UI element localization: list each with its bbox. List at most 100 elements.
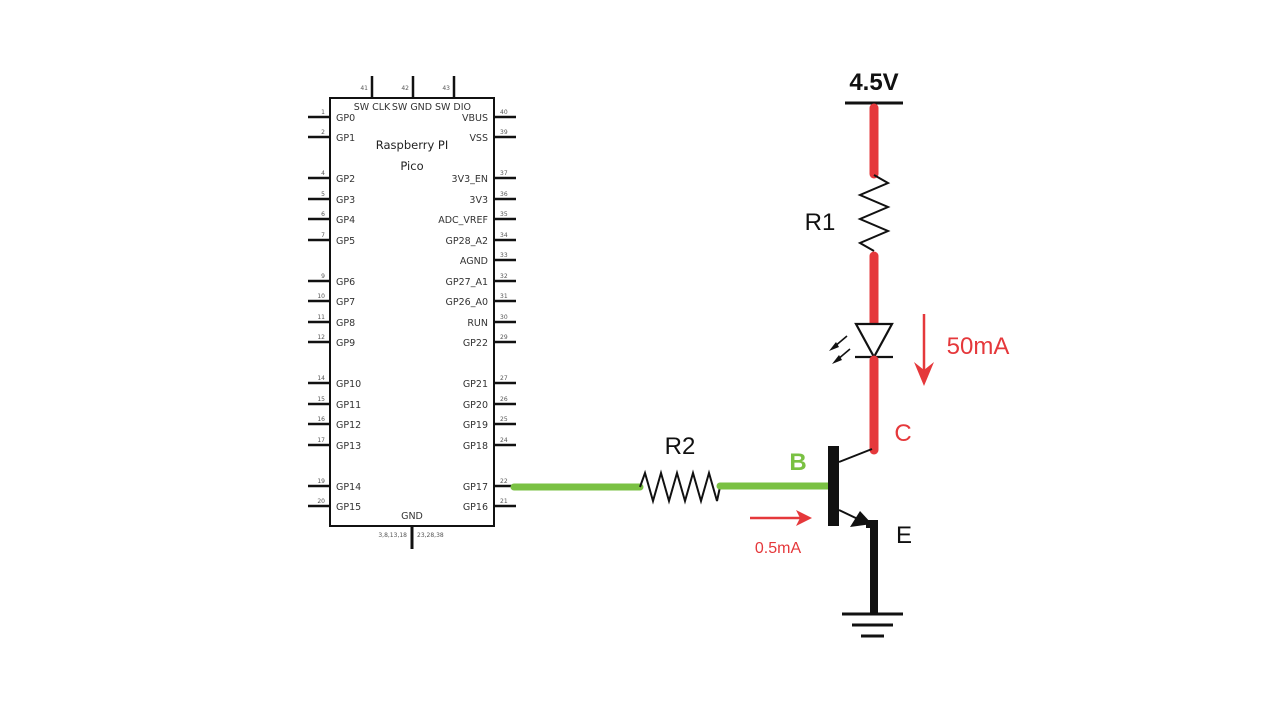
pin-label: ADC_VREF [438, 215, 488, 226]
pin-label: AGND [460, 256, 488, 267]
led-triangle [854, 322, 894, 360]
pin-number: 29 [500, 334, 508, 341]
pin-label: GP6 [336, 277, 355, 288]
transistor-collector-lead [838, 448, 873, 463]
light-emission-icon [829, 335, 851, 364]
pin-label: GP20 [463, 400, 488, 411]
pin-label: GP26_A0 [446, 297, 488, 308]
pin-label: GP27_A1 [446, 277, 488, 288]
pin-label: GP19 [463, 420, 488, 431]
pin-number: 16 [317, 416, 325, 423]
pin-label: GP15 [336, 502, 361, 513]
pin-number: 4 [321, 170, 325, 177]
collector-current-label: 50mA [947, 333, 1010, 360]
pin-number: 14 [317, 375, 325, 382]
npn-transistor: E [828, 446, 912, 614]
pin-label: SW GND [392, 102, 432, 113]
pin-label: GP9 [336, 338, 355, 349]
pin-number: 5 [321, 191, 325, 198]
right-pins: 40VBUS39VSS373V3_EN363V335ADC_VREF34GP28… [438, 109, 516, 513]
pin-label: VBUS [462, 113, 488, 124]
pin-label: 3V3_EN [452, 174, 488, 185]
ground-icon [842, 612, 903, 638]
pin-number: 37 [500, 170, 508, 177]
pin-label: SW CLK [354, 102, 391, 113]
base-current-label: 0.5mA [755, 540, 802, 557]
collector-label: C [894, 420, 911, 447]
pin-number: 40 [500, 109, 508, 116]
pin-number: 7 [321, 232, 325, 239]
pin-number: 2 [321, 129, 325, 136]
pin-number: 15 [317, 396, 325, 403]
gnd-pin-nums-left: 3,8,13,18 [378, 532, 407, 539]
pin-label: GP4 [336, 215, 355, 226]
chip-title-line1: Raspberry PI [376, 138, 449, 152]
pin-label: GP2 [336, 174, 355, 185]
pin-number: 35 [500, 211, 508, 218]
pin-number: 12 [317, 334, 325, 341]
pin-label: GP0 [336, 113, 355, 124]
pin-number: 31 [500, 293, 508, 300]
pin-number: 10 [317, 293, 325, 300]
pin-number: 34 [500, 232, 508, 239]
pin-number: 11 [317, 314, 325, 321]
pin-label: GP7 [336, 297, 355, 308]
base-label: B [789, 449, 806, 476]
pin-number: 33 [500, 252, 508, 259]
pin-label: SW DIO [435, 102, 471, 113]
pin-number: 43 [442, 85, 450, 92]
pin-number: 24 [500, 437, 508, 444]
pin-label: GP10 [336, 379, 361, 390]
pin-label: GP21 [463, 379, 488, 390]
collector-circuit: 4.5V R1 C [805, 69, 912, 455]
emitter-label: E [896, 522, 912, 549]
gnd-pin: GND 3,8,13,18 23,28,38 [378, 511, 444, 549]
transistor-base-bar [828, 446, 839, 526]
collector-current-arrowhead-icon [914, 362, 934, 386]
pin-number: 21 [500, 498, 508, 505]
r1-label: R1 [805, 209, 836, 236]
pin-label: GP22 [463, 338, 488, 349]
pin-label: GP1 [336, 133, 355, 144]
pin-number: 19 [317, 478, 325, 485]
r1-resistor [857, 174, 891, 252]
left-pins: 1GP02GP14GP25GP36GP47GP59GP610GP711GP812… [308, 109, 361, 513]
pin-label: GP18 [463, 441, 488, 452]
pin-number: 9 [321, 273, 325, 280]
pin-label: GP28_A2 [446, 236, 488, 247]
pin-label: GP12 [336, 420, 361, 431]
base-circuit: R2 B [510, 433, 834, 505]
pin-label: 3V3 [469, 195, 488, 206]
gnd-pin-nums-right: 23,28,38 [417, 532, 444, 539]
pin-number: 30 [500, 314, 508, 321]
pin-label: GP17 [463, 482, 488, 493]
pin-number: 22 [500, 478, 508, 485]
base-current-arrowhead-icon [796, 510, 812, 526]
pin-number: 26 [500, 396, 508, 403]
pin-number: 1 [321, 109, 325, 116]
